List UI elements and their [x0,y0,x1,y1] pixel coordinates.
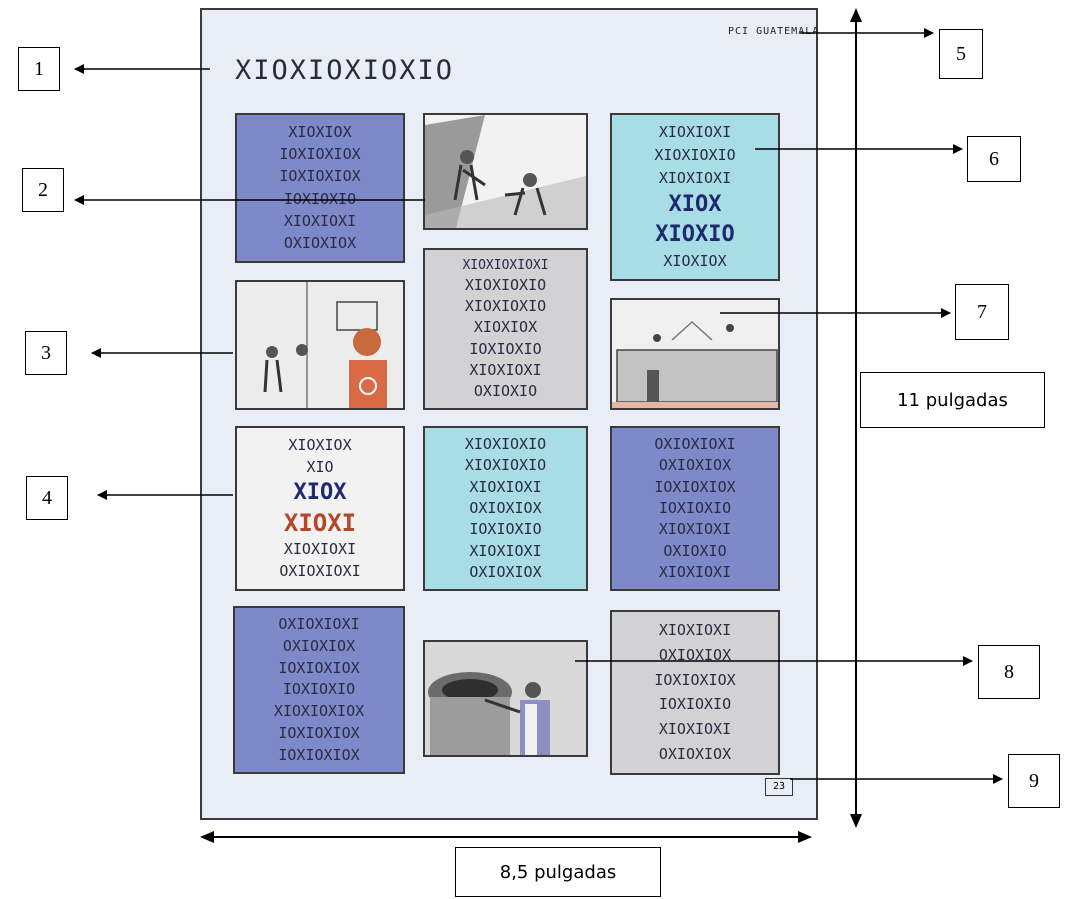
panel-line: XIOXIOXI [469,541,542,560]
callout-box-7: 7 [955,284,1009,340]
logo-text: PCI GUATEMALA [728,26,820,37]
callout-box-4: 4 [26,476,68,520]
panel-line: XIOXIOXI [658,169,732,187]
panel-line: XIOXIOXI [658,720,732,739]
panel-line: XIOXIOXI [283,211,357,230]
image-panel-workers [423,113,588,230]
callout-box-8: 8 [978,645,1040,699]
panel-line: XIOXIOX [663,252,727,270]
callout-box-2: 2 [22,168,64,212]
panel-line: IOXIOXIO [658,498,732,517]
panel-line: OXIOXIOXI [279,562,361,581]
panel-line: XIOXIOXIO [464,297,547,316]
panel-line: OXIOXIOX [658,745,732,764]
panel-line: XIOXIOXI [469,360,542,379]
panel-line: XIOXIOXI [658,520,732,539]
callout-box-5: 5 [939,29,983,79]
workers-illustration [425,115,586,228]
text-panel-right-3: OXIOXIOXI OXIOXIOX IOXIOXIOX IOXIOXIO XI… [610,426,780,591]
panel-line: XIOXIOXIO [654,146,736,164]
text-panel-middle: XIOXIOXIO XIOXIOXIO XIOXIOXI OXIOXIOX IO… [423,426,588,591]
panel-line: XIOXIOXI [658,123,732,141]
panel-line: XIOXIOXI [658,620,732,639]
panel-line: XIOXIOXI [469,477,542,496]
panel-line: XIOXIOX [288,122,352,141]
callout-box-3: 3 [25,331,67,375]
panel-line: IOXIOXIOX [278,745,360,764]
interview-illustration [237,282,403,408]
image-panel-building [610,298,780,410]
panel-line: IOXIOXIOX [278,658,360,677]
panel-line: XIOXIOXIO [464,435,547,454]
panel-line: OXIOXIOX [658,645,732,664]
panel-line: OXIOXIOX [283,234,357,253]
page-title: XIOXIOXIOXIO [235,55,455,86]
panel-line: IOXIOXIO [282,680,356,699]
image-panel-interview [235,280,405,410]
width-dimension-label: 8,5 pulgadas [455,847,661,897]
text-panel-bottom-left: OXIOXIOXI OXIOXIOX IOXIOXIOX IOXIOXIO XI… [233,606,405,774]
panel-line-red: XIOXI [283,509,357,538]
panel-line-bold: XIOXIO [655,222,735,247]
panel-line: OXIOXIOXI [654,435,736,454]
panel-line: IOXIOXIO [469,520,542,539]
panel-line: IOXIOXIOX [279,144,361,163]
text-panel-6: XIOXIOXI XIOXIOXIO XIOXIOXI XIOX XIOXIO … [610,113,780,281]
panel-line: OXIOXIOX [469,498,542,517]
panel-line: OXIOXIOX [469,562,542,581]
panel-line: XIOXIOX [473,318,538,337]
panel-line: XIO [306,457,334,476]
panel-line: XIOXIOX [288,435,352,454]
text-panel-center: XIOXIOXIOXI XIOXIOXIO XIOXIOXIO XIOXIOX … [423,248,588,410]
panel-line: IOXIOXIO [658,695,732,714]
panel-line: XIOXIOXI [283,540,357,559]
panel-line: IOXIOXIO [469,339,542,358]
panel-line: IOXIOXIOX [278,723,360,742]
panel-line-bold: XIOX [668,192,722,217]
panel-line: OXIOXIOX [282,637,356,656]
callout-box-9: 9 [1008,754,1060,808]
panel-line: XIOXIOXIO [464,276,547,295]
panel-line: XIOXIOXI [658,562,732,581]
height-dimension-label: 11 pulgadas [860,372,1045,428]
image-panel-well [423,640,588,757]
panel-line: IOXIOXIO [283,189,357,208]
panel-line: IOXIOXIOX [279,167,361,186]
panel-line: OXIOXIOXI [278,615,360,634]
text-panel-1: XIOXIOX IOXIOXIOX IOXIOXIOX IOXIOXIO XIO… [235,113,405,263]
panel-line: OXIOXIO [663,541,727,560]
panel-line: XIOXIOXIOX [273,702,365,721]
well-illustration [425,642,586,755]
panel-line: OXIOXIO [473,381,538,400]
panel-line: XIOXIOXIO [464,456,547,475]
callout-box-6: 6 [967,136,1021,182]
panel-line: XIOXIOXIOXI [462,258,549,274]
text-panel-4: XIOXIOX XIO XIOX XIOXI XIOXIOXI OXIOXIOX… [235,426,405,591]
panel-line: IOXIOXIOX [654,670,736,689]
page-number: 23 [765,778,793,796]
building-illustration [612,300,778,408]
callout-box-1: 1 [18,47,60,91]
text-panel-bottom-right: XIOXIOXI OXIOXIOX IOXIOXIOX IOXIOXIO XIO… [610,610,780,775]
panel-line: OXIOXIOX [658,456,732,475]
panel-line: IOXIOXIOX [654,477,736,496]
panel-line-bold: XIOX [293,479,347,505]
